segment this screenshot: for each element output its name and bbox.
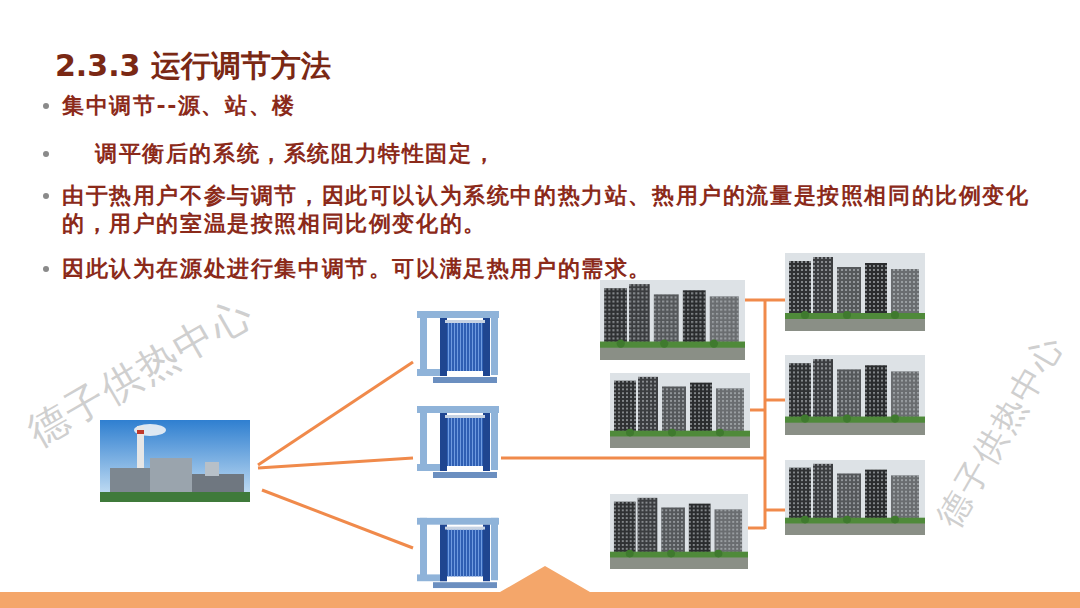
residential-block [785,253,925,331]
pipe-line [764,299,767,529]
bullet-dot [43,266,49,272]
bullet-dot [43,103,49,109]
bullet-text: 调平衡后的系统，系统阻力特性固定， [95,140,1045,168]
residential-block [600,280,745,360]
watermark: 德子供热中心 [927,325,1073,534]
bullet-text: 由于热用户不参与调节，因此可以认为系统中的热力站、热用户的流量是按照相同的比例变… [62,182,1042,238]
residential-block [610,494,748,569]
pipe-line [748,527,765,530]
plant-sky [100,420,250,502]
bullet-dot [43,193,49,199]
bullet-text: 因此认为在源处进行集中调节。可以满足热用户的需求。 [62,255,1042,283]
heat-exchanger [417,311,499,383]
pipe-line [258,362,413,465]
slide-title: 2.3.3 运行调节方法 [55,47,331,85]
bullet-dots [43,103,49,272]
bullet-slot: 由于热用户不参与调节，因此可以认为系统中的热力站、热用户的流量是按照相同的比例变… [62,182,1042,238]
residential-block [785,355,925,435]
bottom-band [0,566,1080,608]
chimney-band [137,430,144,434]
bullet-dot [43,151,49,157]
pipe-line [765,399,785,402]
pipe-line [745,299,785,302]
bullet-text: 集中调节--源、站、楼 [62,92,1042,120]
heat-exchanger [417,406,499,478]
residential-block [785,460,925,535]
pipe-line [765,509,785,512]
power-plant [100,420,250,502]
bullet-slot: 因此认为在源处进行集中调节。可以满足热用户的需求。 [62,255,1042,283]
watermark-slot: 德子供热中心 [927,325,1073,534]
title-slot: 2.3.3 运行调节方法 [55,47,331,85]
heat-exchanger [417,518,499,588]
plant-trees [100,492,250,502]
bullet-slot: 集中调节--源、站、楼 [62,92,1042,120]
pipe-line [501,457,765,460]
plant-tank [205,462,219,476]
bullet-slot: 调平衡后的系统，系统阻力特性固定， [95,140,1045,168]
pipe-line [258,458,413,468]
pipe-line [262,490,413,548]
pipe-line [750,409,765,412]
residential-block [610,373,750,448]
